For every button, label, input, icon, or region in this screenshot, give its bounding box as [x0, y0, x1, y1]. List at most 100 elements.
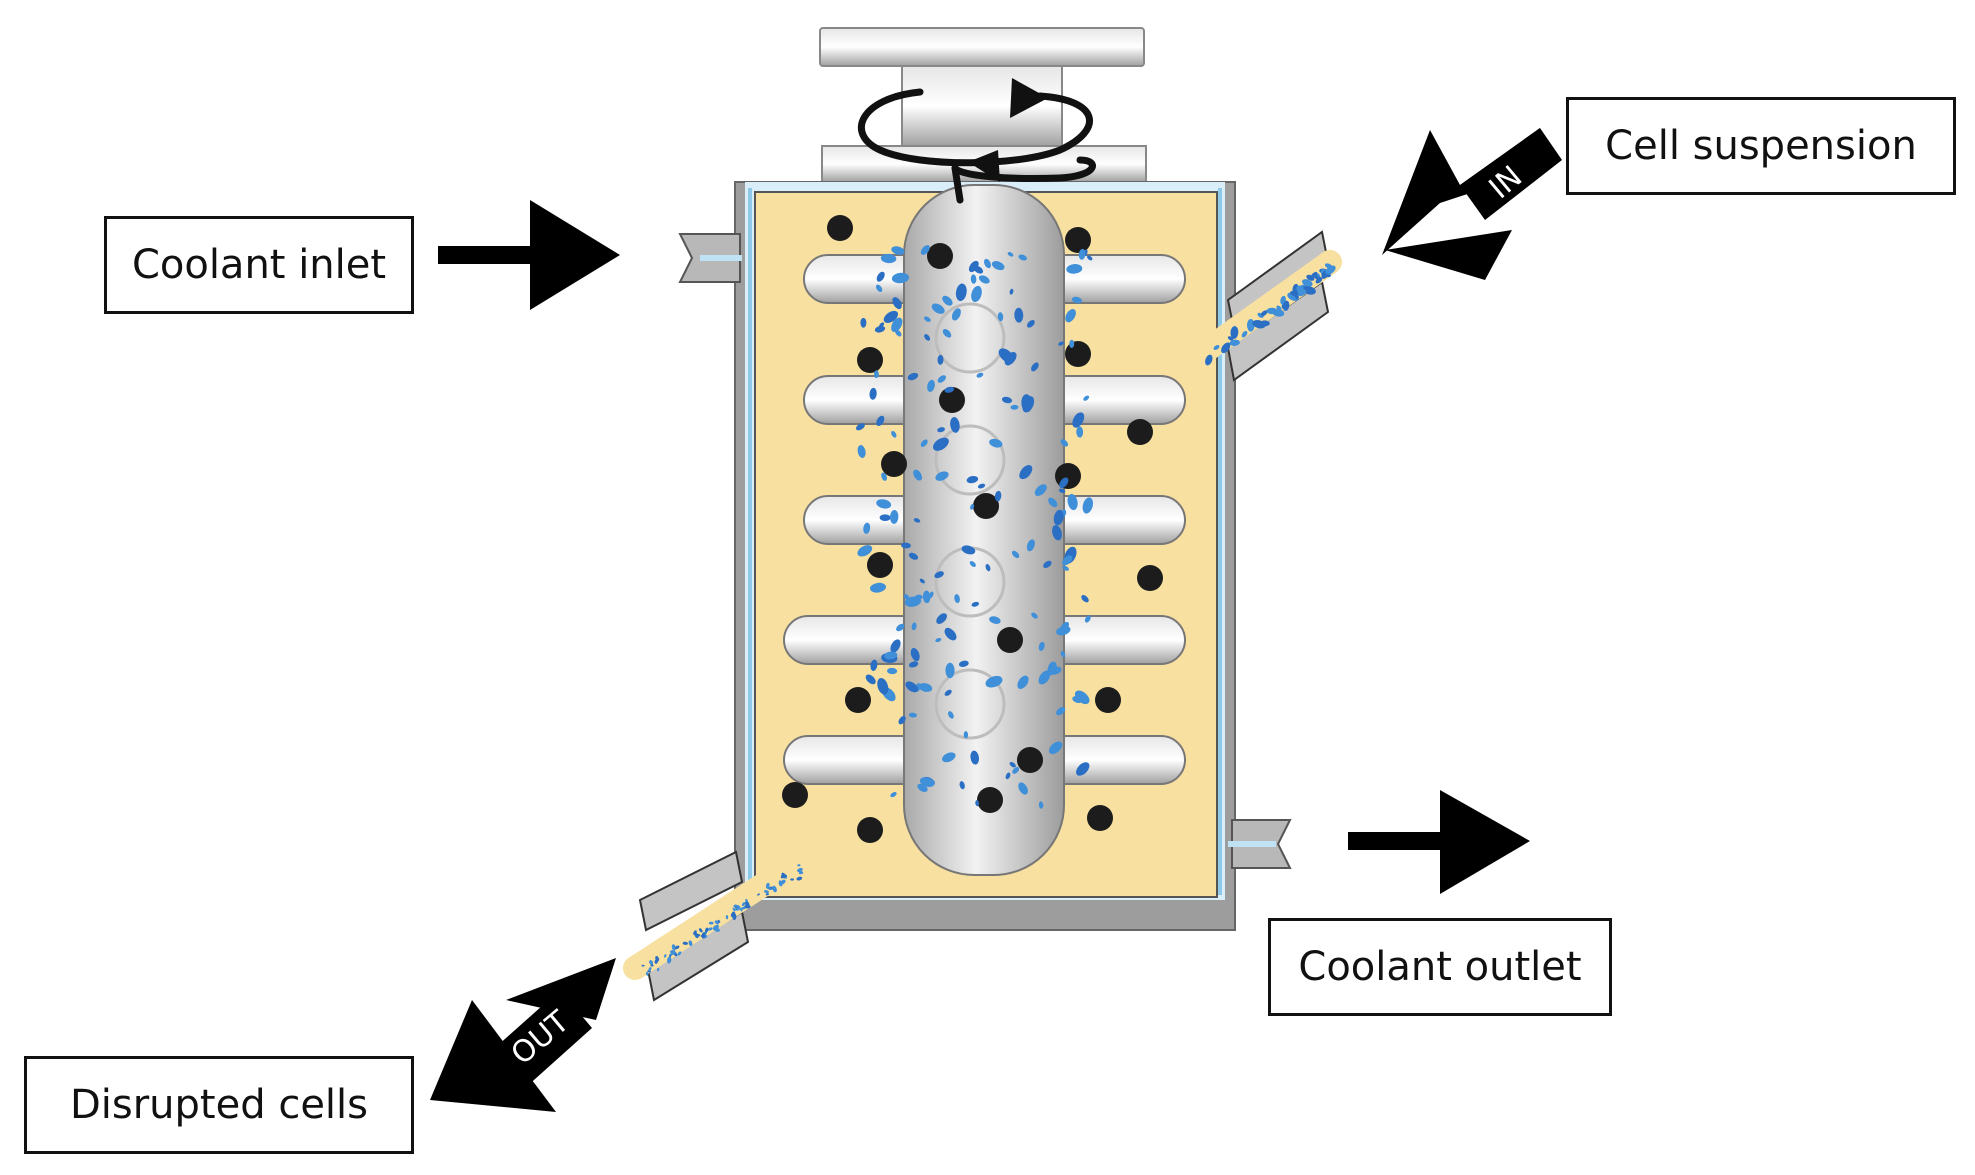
- cell: [1067, 493, 1078, 511]
- cell: [717, 919, 721, 923]
- cell: [860, 317, 867, 328]
- cell: [935, 637, 942, 643]
- cell: [955, 283, 967, 302]
- cell: [1011, 550, 1020, 558]
- cell: [891, 430, 897, 438]
- cell: [682, 941, 688, 945]
- cell: [1230, 326, 1239, 339]
- coolant-inlet-arrow-icon: [438, 200, 620, 310]
- cell: [944, 386, 955, 393]
- bead: [857, 817, 883, 843]
- cell: [890, 792, 897, 798]
- cell: [1014, 307, 1024, 323]
- cell: [892, 297, 902, 310]
- cell: [969, 561, 976, 567]
- cell: [1060, 651, 1066, 658]
- bead: [1095, 687, 1121, 713]
- cell: [741, 902, 746, 907]
- cell: [1043, 560, 1052, 569]
- cell: [1034, 484, 1047, 496]
- cell: [879, 322, 885, 328]
- cell: [908, 552, 919, 560]
- cell: [1018, 254, 1027, 261]
- cell: [896, 623, 905, 632]
- cell: [1252, 319, 1266, 329]
- cell: [765, 882, 770, 889]
- cell: [870, 659, 878, 671]
- cell: [870, 582, 886, 593]
- cell: [670, 951, 676, 955]
- cell: [657, 967, 660, 972]
- cell: [1087, 255, 1093, 261]
- cell: [978, 275, 990, 284]
- cell: [1026, 539, 1035, 552]
- cell: [1311, 271, 1318, 279]
- cell: [708, 921, 714, 925]
- cell: [985, 564, 991, 572]
- cell: [1071, 296, 1082, 304]
- cell: [984, 258, 991, 269]
- cell: [1078, 248, 1086, 260]
- cell: [881, 472, 887, 481]
- bead: [1087, 805, 1113, 831]
- cell: [876, 415, 885, 427]
- cell: [1018, 782, 1028, 795]
- cell: [1009, 761, 1016, 768]
- cell: [1027, 320, 1035, 328]
- cell: [998, 348, 1014, 363]
- cell: [970, 503, 975, 510]
- cell: [1276, 305, 1282, 312]
- bead: [867, 552, 893, 578]
- bead: [857, 347, 883, 373]
- cell: [887, 667, 898, 675]
- cell: [959, 781, 965, 790]
- cell: [649, 960, 654, 966]
- cell: [1007, 251, 1014, 257]
- cell: [1081, 595, 1089, 603]
- cell: [905, 681, 919, 693]
- cell: [919, 578, 925, 584]
- rotor-shaft: [903, 184, 1065, 876]
- cell: [924, 334, 931, 341]
- cell: [1084, 615, 1091, 623]
- disrupted-cells-label: Disrupted cells: [24, 1056, 414, 1154]
- cell: [1221, 342, 1231, 354]
- coolant-outlet-label: Coolant outlet: [1268, 918, 1612, 1016]
- cell: [1062, 565, 1069, 571]
- cell: [951, 308, 961, 321]
- cell: [884, 651, 898, 660]
- cell: [745, 900, 750, 908]
- cell: [707, 927, 713, 931]
- cell: [796, 876, 803, 881]
- cell: [876, 271, 885, 282]
- cell: [908, 661, 919, 668]
- cell: [725, 915, 729, 920]
- cell: [958, 660, 969, 667]
- cell: [1301, 279, 1313, 287]
- cell: [883, 310, 899, 323]
- cell: [932, 437, 949, 451]
- bead: [977, 787, 1003, 813]
- cell: [714, 920, 719, 925]
- inlet-pipe: [1178, 230, 1342, 382]
- cell: [1083, 395, 1090, 401]
- cell: [942, 752, 956, 763]
- cell: [1066, 264, 1083, 274]
- cell: [922, 590, 931, 604]
- cell: [1047, 661, 1057, 676]
- cell: [937, 375, 946, 383]
- cell: [971, 601, 980, 607]
- cell: [704, 927, 709, 933]
- cell: [920, 245, 930, 255]
- cell: [891, 317, 903, 333]
- cell: [1038, 670, 1051, 685]
- cell: [963, 731, 969, 739]
- cell: [907, 372, 919, 381]
- bead: [782, 782, 808, 808]
- bead: [973, 493, 999, 519]
- cell: [648, 967, 652, 972]
- cell: [764, 890, 769, 894]
- cell: [1001, 396, 1013, 404]
- cell: [976, 372, 984, 378]
